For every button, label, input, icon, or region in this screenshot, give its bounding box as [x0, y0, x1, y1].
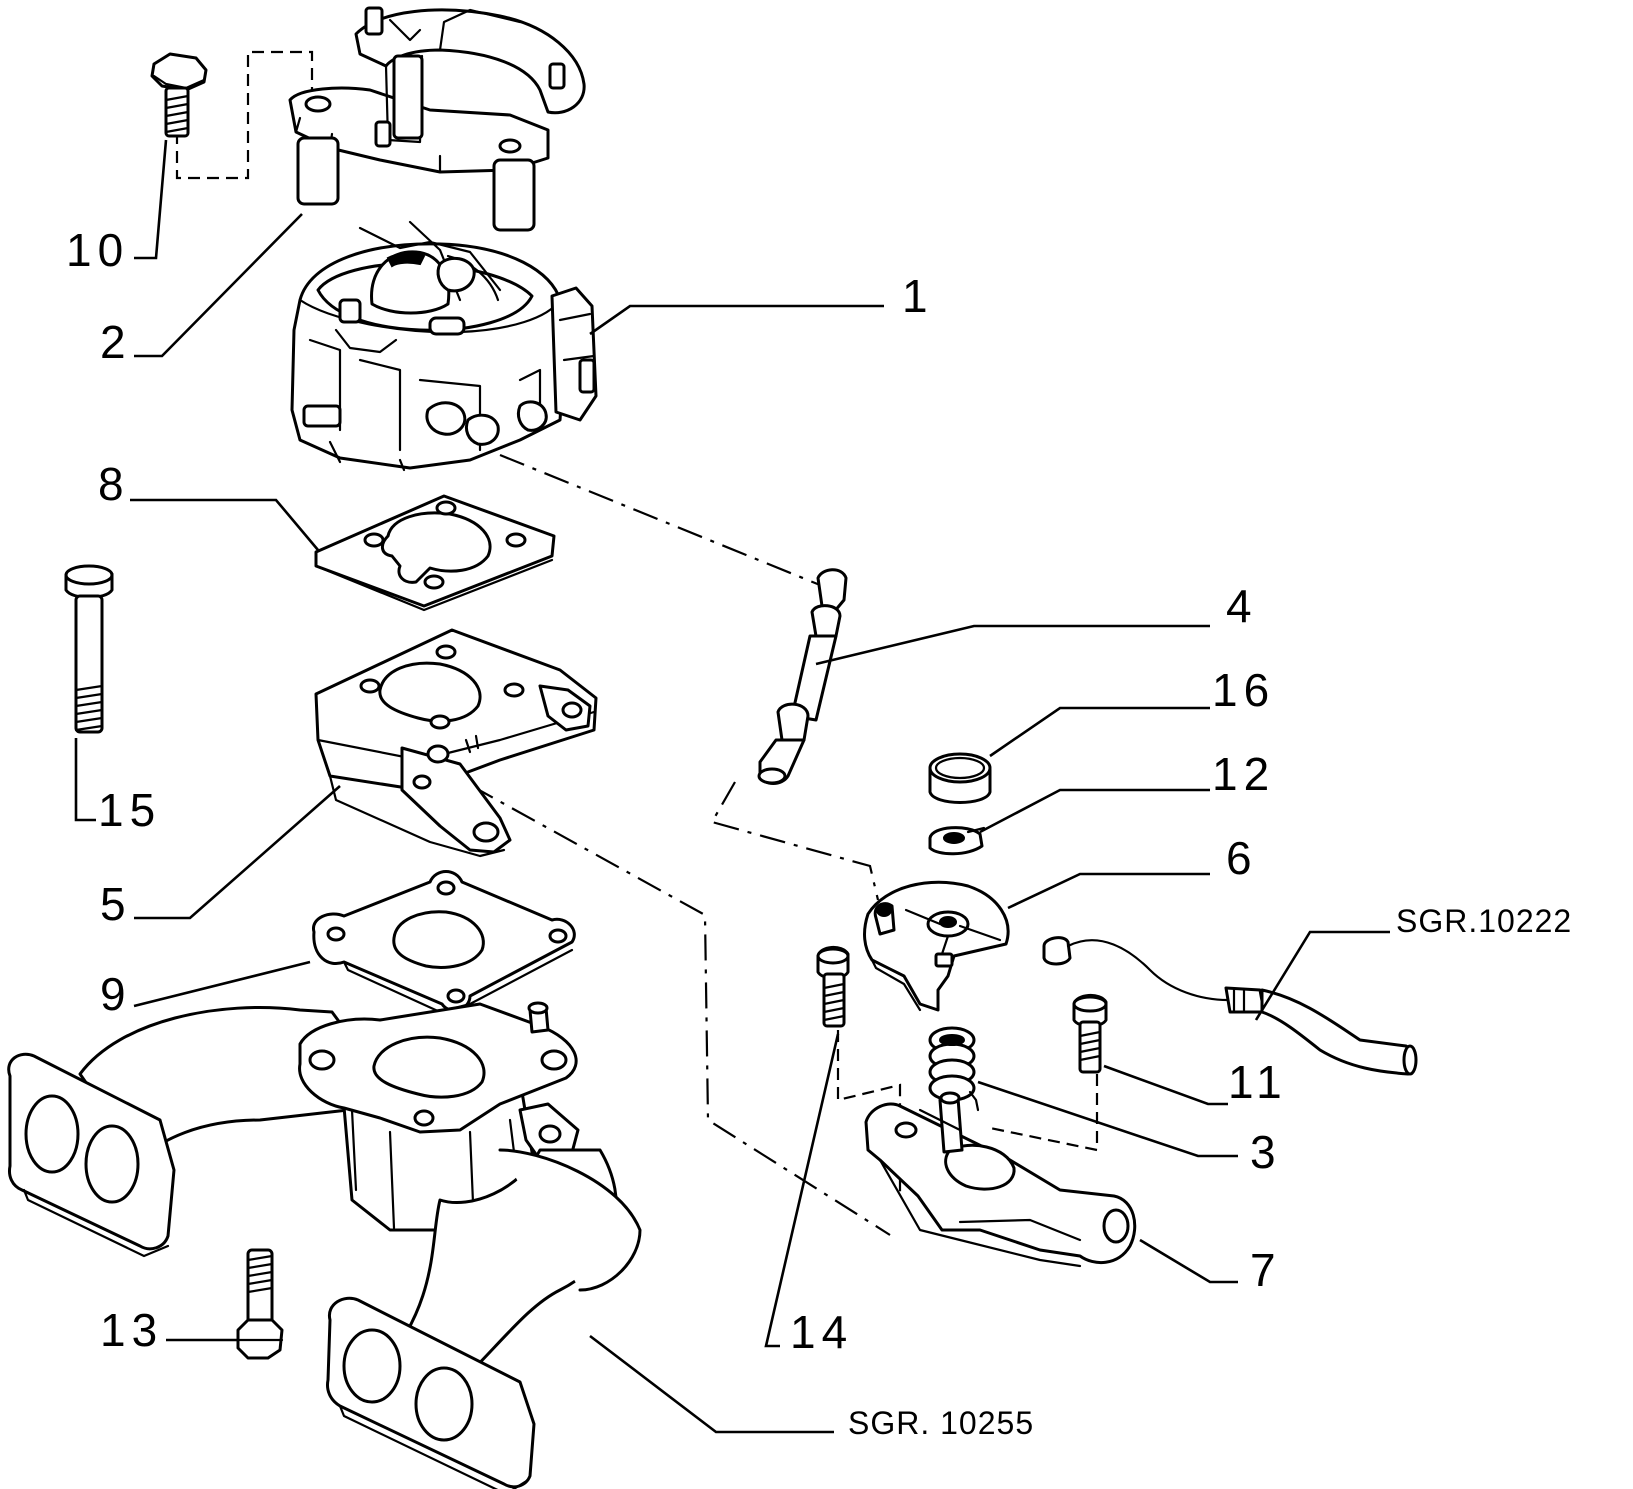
part-1-throttle-body	[290, 220, 598, 472]
part-4-link-rod	[757, 568, 848, 785]
part-2-mounting-bracket	[288, 6, 586, 232]
callout-15: 15	[98, 784, 161, 836]
callout-6: 6	[1226, 832, 1258, 884]
part-10-bolt	[150, 52, 208, 138]
reference-sgr-10255: SGR. 10255	[848, 1405, 1034, 1441]
callout-16: 16	[1212, 664, 1275, 716]
accelerator-cable	[1042, 936, 1418, 1076]
part-13-bolt	[236, 1248, 284, 1360]
callout-labels: 10 2 1 8 4 16 12 15 6 5 9 11 3 7 14 13 S…	[66, 224, 1572, 1441]
reference-sgr-10222: SGR.10222	[1396, 903, 1572, 939]
callout-3: 3	[1250, 1126, 1282, 1178]
part-7-bracket	[864, 1091, 1137, 1268]
callout-13: 13	[100, 1304, 163, 1356]
callout-2: 2	[100, 316, 132, 368]
callout-11: 11	[1228, 1056, 1288, 1108]
callout-7: 7	[1250, 1244, 1282, 1296]
part-8-gasket	[314, 494, 556, 612]
part-16-cap	[928, 752, 992, 804]
callout-12: 12	[1212, 748, 1275, 800]
part-14-bolt	[816, 946, 850, 1028]
callout-1: 1	[902, 270, 934, 322]
callout-14: 14	[790, 1306, 853, 1358]
callout-9: 9	[100, 968, 132, 1020]
callout-4: 4	[1226, 580, 1258, 632]
callout-8: 8	[98, 458, 130, 510]
part-5-spacer-lever	[314, 628, 598, 858]
assembly-dashed-lines	[175, 50, 1099, 1236]
part-15-long-bolt	[64, 564, 114, 734]
callout-5: 5	[100, 878, 132, 930]
part-9-base-gasket	[312, 870, 576, 1014]
part-6-cam-plate	[863, 880, 1010, 1012]
part-12-clip	[928, 826, 986, 856]
intake-manifold	[7, 1001, 642, 1489]
leader-lines	[74, 139, 1390, 1434]
callout-10: 10	[66, 224, 129, 276]
part-3-spring	[928, 1026, 980, 1112]
part-11-bolt	[1072, 994, 1108, 1074]
